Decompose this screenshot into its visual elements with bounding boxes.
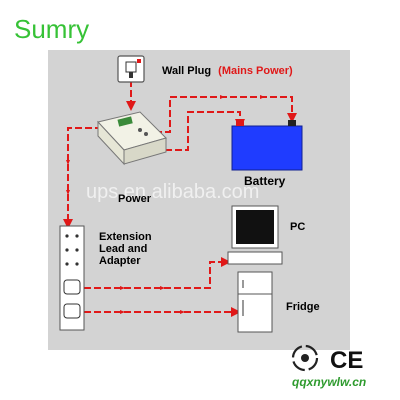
footer-website: qqxnywlw.cn <box>292 375 366 389</box>
power-label: Power <box>118 193 152 205</box>
wire-inverter-to-battery-negative <box>165 111 245 151</box>
arrow-marker <box>260 95 265 99</box>
wall-plug-icon <box>117 55 145 83</box>
battery-label: Battery <box>244 174 286 188</box>
arrow-marker <box>120 286 125 290</box>
arrow-marker <box>66 190 70 195</box>
arrow-marker <box>66 160 70 165</box>
recycle-logo-icon <box>291 344 319 372</box>
arrow-marker <box>120 310 125 314</box>
arrow-marker <box>160 286 165 290</box>
diagram-panel <box>48 50 350 350</box>
wire-arrows <box>66 95 265 314</box>
battery-icon <box>231 120 303 171</box>
inverter-icon <box>97 111 167 166</box>
brand-logo: Sumry <box>14 14 89 44</box>
pc-icon <box>227 205 283 265</box>
extension-label: Extension Lead and Adapter <box>99 231 155 267</box>
wire-inverter-to-battery-positive <box>155 96 297 133</box>
wall-plug-label: Wall Plug (Mains Power) <box>162 65 293 77</box>
arrow-marker <box>180 310 185 314</box>
arrow-marker <box>220 95 225 99</box>
fridge-icon <box>237 271 273 333</box>
ce-mark: CE <box>330 347 363 374</box>
extension-lead-icon <box>59 225 85 331</box>
fridge-label: Fridge <box>286 301 320 313</box>
watermark-text: ups.en.alibaba.com <box>86 181 259 203</box>
wire-inverter-to-extension <box>63 127 102 229</box>
wires <box>63 80 297 317</box>
pc-label: PC <box>290 221 305 233</box>
wire-extension-to-pc <box>84 257 231 289</box>
